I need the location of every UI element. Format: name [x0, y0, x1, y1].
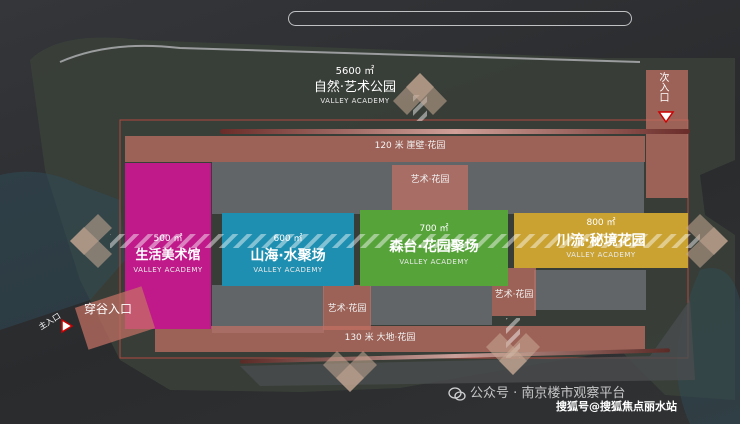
arrow-east-icon [686, 214, 728, 268]
art-garden-top [392, 165, 468, 215]
zone-3-name: 森台·花园聚场 [389, 239, 479, 255]
secondary-entrance-marker-icon [657, 111, 675, 124]
zone-shanhai-water [222, 213, 354, 286]
water-area-right [677, 268, 740, 424]
sohu-watermark: 搜狐号@搜狐焦点丽水站 [556, 400, 677, 413]
secondary-entrance-label: 次入口 [657, 72, 668, 102]
water-area [0, 171, 125, 330]
main-axis-stripe [110, 234, 700, 248]
valley-entrance-label: 穿谷入口 [84, 302, 133, 316]
zone-1-area: 500 ㎡ [153, 234, 183, 244]
earth-garden-corridor [155, 326, 645, 352]
wechat-watermark: 公众号 · 南京楼市观察平台 [470, 386, 626, 401]
art-garden-left-label: 艺术·花园 [327, 304, 367, 314]
zone-2-name: 山海·水聚场 [250, 248, 326, 264]
zone-2-area: 600 ㎡ [273, 234, 303, 244]
site-boundary-line [59, 44, 641, 63]
park-area: 5600 ㎡ [335, 66, 375, 77]
park-subtitle: VALLEY ACADEMY [320, 97, 390, 105]
zone-4-sub: VALLEY ACADEMY [566, 251, 636, 259]
art-garden-right-label: 艺术·花园 [494, 290, 534, 300]
secondary-entrance-strip [646, 70, 688, 198]
arrow-southwest-icon [323, 351, 377, 392]
cliff-garden-corridor [125, 136, 645, 162]
arrow-south-icon [486, 333, 540, 375]
top-bar [288, 11, 632, 26]
cliff-wall-line [220, 129, 690, 134]
arrow-west-icon [70, 214, 112, 268]
building-lower-2 [370, 285, 492, 325]
park-title: 自然·艺术公园 [313, 80, 397, 95]
cliff-garden-label: 120 米 崖壁·花园 [374, 141, 446, 151]
building-lower-3 [534, 270, 646, 310]
art-garden-left [323, 285, 371, 330]
arrow-north-icon [393, 73, 447, 115]
zone-4-name: 川流·秘境花园 [556, 233, 646, 249]
art-garden-top-label: 艺术·花园 [410, 175, 450, 185]
zone-3-sub: VALLEY ACADEMY [399, 258, 469, 266]
zone-4-area: 800 ㎡ [586, 218, 616, 228]
earth-garden-label: 130 米 大地·花园 [344, 333, 416, 343]
building-lower-1 [212, 285, 324, 333]
wechat-icon [448, 387, 466, 401]
main-entrance-marker-icon [61, 318, 74, 334]
zone-3-area: 700 ㎡ [419, 224, 449, 234]
zone-1-name: 生活美术馆 [135, 248, 201, 263]
zone-1-sub: VALLEY ACADEMY [133, 266, 203, 274]
zone-2-sub: VALLEY ACADEMY [253, 266, 323, 274]
